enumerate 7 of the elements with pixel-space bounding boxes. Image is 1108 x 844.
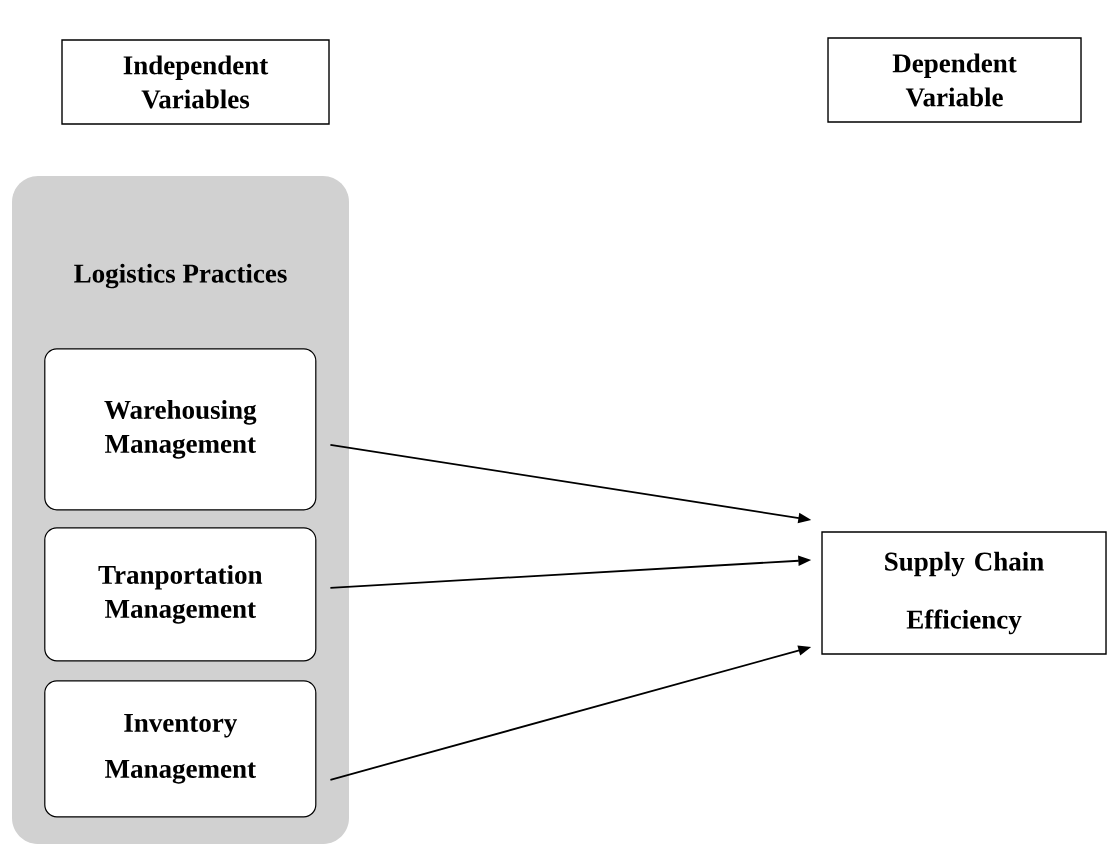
group-heading: Logistics Practices (74, 263, 287, 289)
variable-box: Independent Variables (61, 39, 330, 125)
variable-box: Tranportation Management (44, 527, 317, 662)
variable-box: Supply Chain Efficiency (821, 531, 1107, 655)
variable-box: Warehousing Management (44, 348, 317, 511)
variable-box: Dependent Variable (827, 37, 1082, 123)
variable-box: Inventory Management (44, 680, 317, 818)
